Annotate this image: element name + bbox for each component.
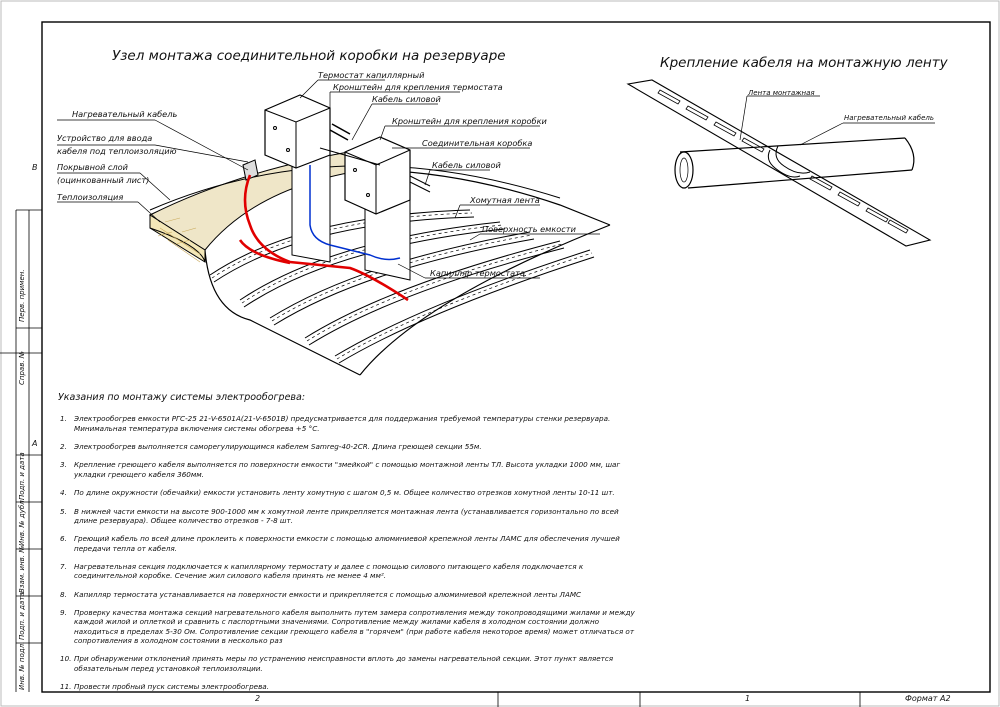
label-entry-device-1: Устройство для ввода <box>57 133 153 143</box>
note-text: Греющий кабель по всей длине проклеить к… <box>74 534 620 553</box>
margin-letter-b: В <box>32 163 38 172</box>
note-item: 9. Проверку качества монтажа секций нагре… <box>60 608 640 645</box>
note-item: 7. Нагревательная секция подключается к к… <box>60 562 640 581</box>
note-number: 9. <box>60 608 67 618</box>
label-cover-layer-1: Покрывной слой <box>57 162 128 172</box>
format-label: Формат А2 <box>905 694 951 703</box>
label-thermostat: Термостат капиллярный <box>318 70 425 80</box>
inner-frame <box>41 21 991 693</box>
bottom-number-1: 1 <box>745 694 751 703</box>
label-junction-box: Соединительная коробка <box>422 138 533 148</box>
note-number: 4. <box>60 488 67 498</box>
label-insulation: Теплоизоляция <box>57 192 124 202</box>
note-text: Крепление греющего кабеля выполняется по… <box>74 460 621 479</box>
note-text: При обнаружении отклонений принять меры … <box>74 654 614 673</box>
label-bracket-thermostat: Кронштейн для крепления термостата <box>333 82 503 92</box>
vessel-assembly <box>148 94 611 376</box>
note-number: 11. <box>60 682 72 692</box>
margin-letter-a: А <box>32 439 38 448</box>
note-item: 4. По длине окружности (обечайки) емкости… <box>60 488 640 497</box>
note-number: 6. <box>60 534 67 544</box>
note-text: Капилляр термостата устанавливается на п… <box>74 589 582 599</box>
side-field-podp-data-1: Подп. и дата <box>18 452 26 500</box>
note-item: 8. Капилляр термостата устанавливается на… <box>60 590 640 599</box>
side-field-perv-primen: Перв. примен. <box>18 269 26 322</box>
label-bracket-box: Кронштейн для крепления коробки <box>392 116 547 126</box>
main-title: Узел монтажа соединительной коробки на р… <box>112 48 506 64</box>
installation-notes: Указания по монтажу системы электрообогр… <box>58 392 640 701</box>
note-item: 1. Электрообогрев емкости РГС-25 21-V-650… <box>60 414 640 433</box>
label-heating-cable-right: Нагревательный кабель <box>844 114 934 122</box>
note-number: 7. <box>60 561 67 571</box>
note-text: Провести пробный пуск системы электрообо… <box>74 682 269 692</box>
bottom-stamp <box>639 692 861 707</box>
detail-title: Крепление кабеля на монтажную ленту <box>660 55 948 71</box>
label-power-cable-top: Кабель силовой <box>372 94 441 104</box>
note-text: По длине окружности (обечайки) емкости у… <box>74 488 615 498</box>
note-text: В нижней части емкости на высоте 900-100… <box>74 506 619 525</box>
heating-cable-red <box>238 174 409 302</box>
label-mount-tape: Лента монтажная <box>748 89 815 97</box>
note-number: 5. <box>60 506 67 516</box>
label-power-cable: Кабель силовой <box>432 160 501 170</box>
label-cover-layer-2: (оцинкованный лист) <box>57 175 150 185</box>
leader-lines <box>57 79 600 279</box>
notes-heading: Указания по монтажу системы электрообогр… <box>58 392 306 403</box>
note-item: 6. Греющий кабель по всей длине проклеить… <box>60 534 640 553</box>
note-number: 8. <box>60 589 67 599</box>
note-number: 3. <box>60 460 67 470</box>
capillary-blue <box>309 165 401 261</box>
side-field-podp-data-2: Подп. и дата <box>18 592 26 640</box>
note-text: Электрообогрев емкости РГС-25 21-V-6501А… <box>74 414 611 433</box>
note-text: Нагревательная секция подключается к кап… <box>74 561 584 581</box>
label-vessel-surface: Поверхность емкости <box>482 224 576 234</box>
note-number: 10. <box>60 654 72 664</box>
label-clamp-tape: Хомутная лента <box>470 195 540 205</box>
note-item: 10.При обнаружении отклонений принять ме… <box>60 654 640 673</box>
note-text: Проверку качества монтажа секций нагрева… <box>74 608 635 646</box>
note-item: 11.Провести пробный пуск системы электро… <box>60 682 640 691</box>
note-item: 5. В нижней части емкости на высоте 900-1… <box>60 507 640 526</box>
side-field-sprav: Справ. № <box>18 350 26 385</box>
side-field-vzam-inv: Взам. инв. № <box>18 545 26 593</box>
note-text: Электрообогрев выполняется саморегулирую… <box>74 442 482 452</box>
label-capillary: Капилляр термостата <box>430 268 525 278</box>
note-item: 3. Крепление греющего кабеля выполняется … <box>60 460 640 479</box>
side-field-inv-dubl: Инв. № дубл. <box>18 498 26 546</box>
side-field-inv-podl: Инв. № подл. <box>18 641 26 690</box>
note-number: 2. <box>60 442 67 452</box>
note-item: 2. Электрообогрев выполняется саморегулир… <box>60 442 640 451</box>
tape-detail <box>626 79 935 247</box>
left-stamp <box>15 209 42 692</box>
bottom-number-2: 2 <box>255 694 261 703</box>
label-heating-cable: Нагревательный кабель <box>72 109 178 119</box>
note-number: 1. <box>60 414 67 424</box>
label-entry-device-2: кабеля под теплоизоляцию <box>57 146 177 156</box>
